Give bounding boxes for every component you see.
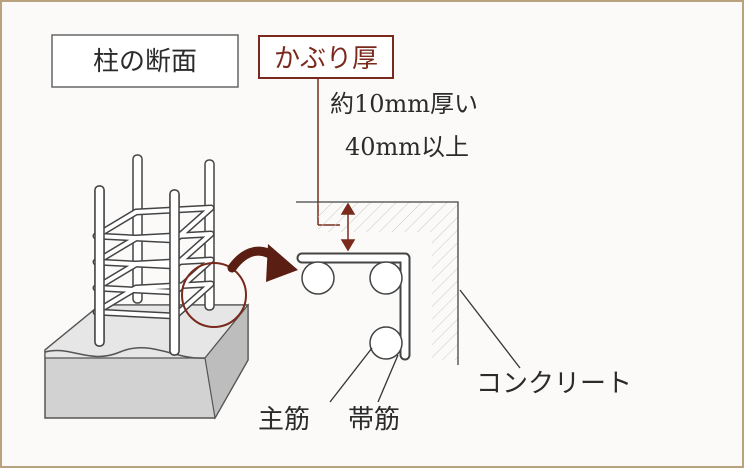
hoop-label: 帯筋 [348,405,400,435]
rebar-cage [92,154,215,356]
title-box: 柱の断面 [51,34,239,88]
cover-thickness-box: かぶり厚 [258,35,394,79]
title-label: 柱の断面 [93,47,197,77]
concrete-base [44,303,250,420]
cover-thickness-label: かぶり厚 [274,44,378,74]
main-rebar-label: 主筋 [258,405,310,435]
cover-dimension-arrow [340,202,356,252]
cross-section-detail [296,201,459,365]
note-line-1: 約10mm厚い [330,90,478,118]
magnifier-circle [181,262,247,328]
label-leaders [329,289,521,403]
note-line-2: 40mm以上 [345,133,469,161]
concrete-label: コンクリート [476,369,632,399]
zoom-arrow [227,244,298,282]
